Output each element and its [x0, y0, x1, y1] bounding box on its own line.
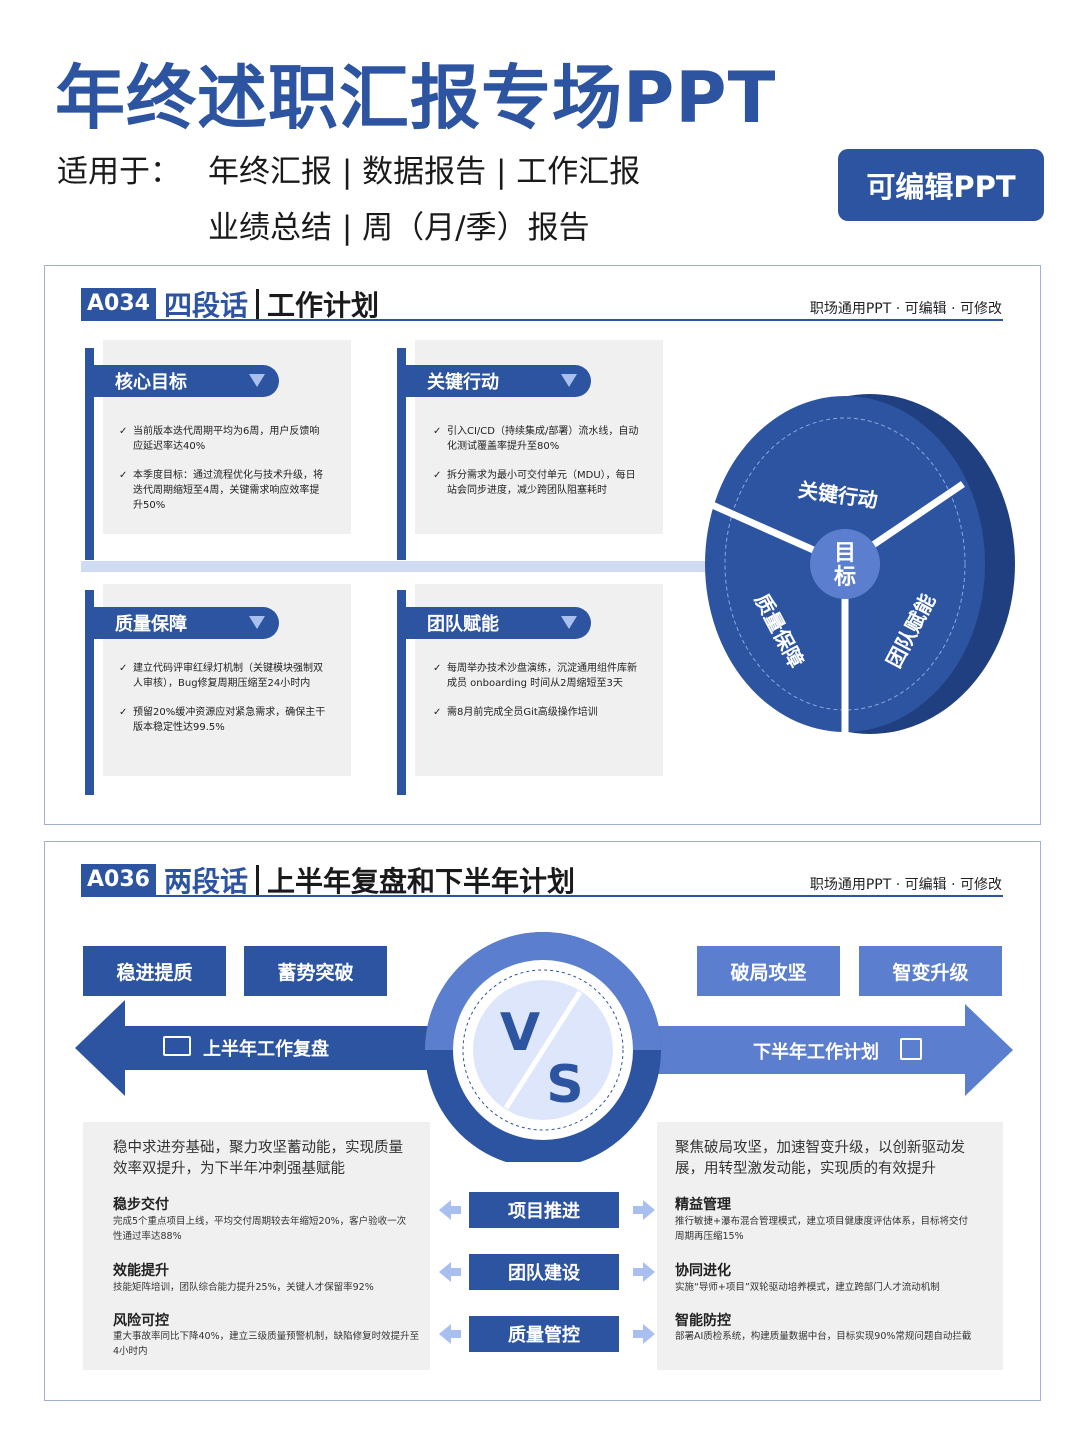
- left-item-body: 重大事故率同比下降40%，建立三级质量预警机制，缺陷修复时效提升至4小时内: [113, 1331, 420, 1357]
- wheel-dash-ring: [724, 417, 966, 711]
- arrow-left-icon: [439, 1324, 461, 1344]
- section-title: 工作计划: [266, 289, 379, 322]
- card-title-key-action[interactable]: 关键行动: [401, 365, 591, 397]
- chevron-down-icon: [249, 616, 265, 629]
- left-item-body: 技能矩阵培训，团队综合能力提升25%，关键人才保留率92%: [113, 1282, 374, 1293]
- bullet-item: 本季度目标：通过流程优化与技术升级，将迭代周期缩短至4周，关键需求响应效率提升5…: [119, 468, 329, 513]
- suit-label: 适用于：: [57, 154, 181, 190]
- wheel-center-label-1: 目: [834, 541, 856, 566]
- right-item-body: 实施“导师+项目”双轮驱动培养模式，建立跨部门人才流动机制: [675, 1282, 940, 1293]
- card-title-core-goal[interactable]: 核心目标: [89, 365, 279, 397]
- section-note: 职场通用PPT · 可编辑 · 可修改: [809, 301, 1002, 317]
- box-upgrade: 智变升级: [859, 946, 1002, 996]
- timeline-line: [81, 561, 809, 572]
- mid-box-quality: 质量管控: [469, 1316, 619, 1352]
- section-note: 职场通用PPT · 可编辑 · 可修改: [809, 877, 1002, 893]
- bullet-item: 每周举办技术沙盘演练，沉淀通用组件库新成员 onboarding 时间从2周缩短…: [433, 661, 645, 691]
- right-arrow-shape: [655, 1004, 1013, 1096]
- card-strip: [397, 590, 406, 795]
- box-momentum: 蓄势突破: [244, 946, 387, 996]
- panel-a036-preview[interactable]: A036 两段话 上半年复盘和下半年计划 职场通用PPT · 可编辑 · 可修改…: [44, 841, 1041, 1401]
- arrow-right-icon: [633, 1200, 655, 1220]
- chevron-down-icon: [249, 374, 265, 387]
- mid-box-project: 项目推进: [469, 1192, 619, 1228]
- main-title: 年终述职汇报专场PPT: [55, 57, 777, 139]
- wheel-center: [810, 529, 880, 599]
- card-title-quality[interactable]: 质量保障: [89, 607, 279, 639]
- section-code: A036: [81, 864, 156, 896]
- calendar-icon: [900, 1038, 922, 1060]
- section-rule: [81, 895, 1003, 897]
- chevron-down-icon: [561, 374, 577, 387]
- right-lead-text: 聚焦破局攻坚，加速智变升级，以创新驱动发展，用转型激发动能，实现质的有效提升: [675, 1140, 965, 1177]
- section-header: A034 四段话 工作计划: [81, 284, 379, 324]
- goal-wheel: 目 标 关键行动 质量保障 团队赋能: [705, 394, 1015, 734]
- arrow-right-icon: [633, 1262, 655, 1282]
- right-content-box: [657, 1122, 1003, 1370]
- left-item-body: 完成5个重点项目上线，平均交付周期较去年缩短20%，客户验收一次性通过率达88%: [113, 1216, 407, 1242]
- section-rule: [81, 319, 1003, 321]
- left-item-head: 风险可控: [113, 1313, 169, 1329]
- section-divider: [255, 865, 259, 895]
- bullet-item: 建立代码评审红绿灯机制（关键模块强制双人审核），Bug修复周期压缩至24小时内: [119, 661, 331, 691]
- monitor-icon: [163, 1036, 191, 1056]
- left-content-box: [83, 1122, 430, 1370]
- panel-a034-preview[interactable]: A034 四段话 工作计划 职场通用PPT · 可编辑 · 可修改 核心目标 当…: [44, 265, 1041, 825]
- card-bullets: 建立代码评审红绿灯机制（关键模块强制双人审核），Bug修复周期压缩至24小时内 …: [119, 661, 331, 735]
- vs-letter-v: V: [500, 1003, 540, 1063]
- section-tag: 两段话: [163, 865, 248, 898]
- right-item-body: 部署AI质检系统，构建质量数据中台，目标实现90%常规问题自动拦截: [675, 1331, 972, 1342]
- box-steady: 稳进提质: [83, 946, 226, 996]
- vs-letter-s: S: [546, 1055, 583, 1115]
- right-item-head: 精益管理: [675, 1197, 731, 1213]
- vs-graphic: V S: [75, 932, 1013, 1162]
- card-title-team[interactable]: 团队赋能: [401, 607, 591, 639]
- right-arrow-label: 下半年工作计划: [753, 1042, 879, 1063]
- arrow-right-icon: [633, 1324, 655, 1344]
- chevron-down-icon: [561, 616, 577, 629]
- left-arrow-shape: [75, 1000, 435, 1096]
- mid-box-team: 团队建设: [469, 1254, 619, 1290]
- vs-divider: [503, 990, 583, 1110]
- card-strip: [85, 590, 94, 795]
- bullet-item: 预留20%缓冲资源应对紧急需求，确保主干版本稳定性达99.5%: [119, 705, 331, 735]
- left-arrow-label: 上半年工作复盘: [203, 1039, 329, 1060]
- bullet-item: 拆分需求为最小可交付单元（MDU），每日站会同步进度，减少跨团队阻塞耗时: [433, 468, 643, 498]
- suit-line-2: 业绩总结 | 周（月/季）报告: [208, 210, 590, 246]
- right-item-head: 协同进化: [675, 1263, 731, 1279]
- card-strip: [397, 348, 406, 560]
- section-code: A034: [81, 288, 156, 320]
- arrow-left-icon: [439, 1262, 461, 1282]
- suit-line-1: 年终汇报 | 数据报告 | 工作汇报: [208, 154, 641, 190]
- editable-ppt-badge[interactable]: 可编辑PPT: [838, 149, 1044, 221]
- section-divider: [255, 289, 259, 319]
- card-bullets: 当前版本迭代周期平均为6周，用户反馈响应延迟率达40% 本季度目标：通过流程优化…: [119, 424, 329, 513]
- right-item-body: 推行敏捷+瀑布混合管理模式，建立项目健康度评估体系，目标将交付周期再压缩15%: [675, 1216, 968, 1242]
- card-strip: [85, 348, 94, 560]
- vs-dash-ring: [462, 969, 624, 1131]
- left-lead-text: 稳中求进夯基础，聚力攻坚蓄动能，实现质量效率双提升，为下半年冲刺强基赋能: [113, 1140, 403, 1177]
- section-tag: 四段话: [163, 289, 248, 322]
- left-item-head: 稳步交付: [113, 1197, 169, 1213]
- bullet-item: 需8月前完成全员Git高级操作培训: [433, 705, 645, 720]
- bullet-item: 引入CI/CD（持续集成/部署）流水线，自动化测试覆盖率提升至80%: [433, 424, 643, 454]
- arrow-left-icon: [439, 1200, 461, 1220]
- wheel-center-label-2: 标: [834, 564, 856, 590]
- vs-ring-top: [425, 932, 661, 1050]
- left-item-head: 效能提升: [113, 1263, 169, 1279]
- bullet-item: 当前版本迭代周期平均为6周，用户反馈响应延迟率达40%: [119, 424, 329, 454]
- card-bullets: 引入CI/CD（持续集成/部署）流水线，自动化测试覆盖率提升至80% 拆分需求为…: [433, 424, 643, 498]
- mid-side-arrows: [439, 1200, 655, 1344]
- card-bullets: 每周举办技术沙盘演练，沉淀通用组件库新成员 onboarding 时间从2周缩短…: [433, 661, 645, 720]
- section-title: 上半年复盘和下半年计划: [266, 865, 575, 898]
- section-header: A036 两段话 上半年复盘和下半年计划: [81, 860, 575, 900]
- right-item-head: 智能防控: [675, 1313, 731, 1329]
- box-breakthrough: 破局攻坚: [697, 946, 840, 996]
